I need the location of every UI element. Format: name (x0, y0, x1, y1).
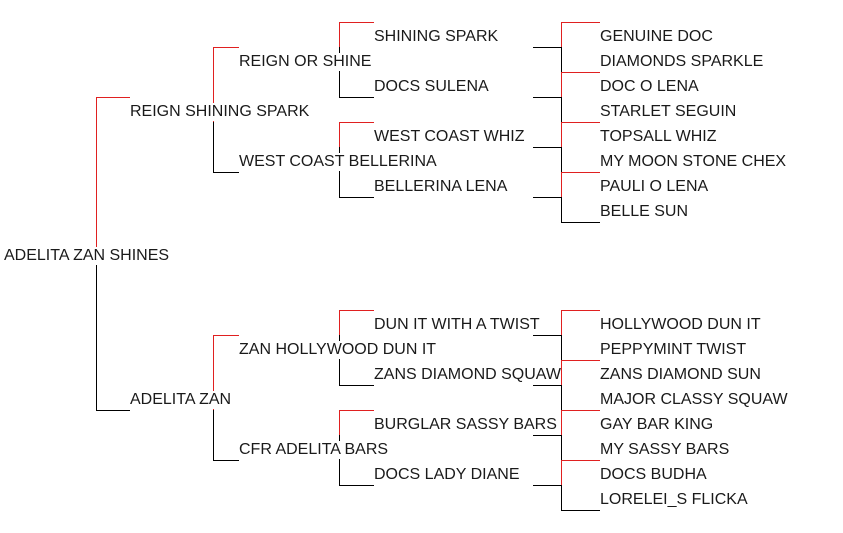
g3-name: ZANS DIAMOND SQUAW (374, 366, 561, 384)
g4-name: LORELEI_S FLICKA (600, 491, 748, 509)
g4-name: MY MOON STONE CHEX (600, 153, 787, 171)
g4-name: TOPSALL WHIZ (600, 128, 717, 146)
g4-name: MY SASSY BARS (600, 441, 730, 459)
dam-sire-name: ZAN HOLLYWOOD DUN IT (239, 341, 437, 359)
g4-name: ZANS DIAMOND SUN (600, 366, 761, 384)
g3-name: BELLERINA LENA (374, 178, 508, 196)
dam-name: ADELITA ZAN (130, 391, 232, 409)
g4-name: DIAMONDS SPARKLE (600, 53, 764, 71)
g4-name: STARLET SEGUIN (600, 103, 737, 121)
g4-name: PEPPYMINT TWIST (600, 341, 747, 359)
horse-name: ADELITA ZAN SHINES (4, 247, 170, 265)
g3-name: DOCS SULENA (374, 78, 489, 96)
g4-name: GENUINE DOC (600, 28, 713, 46)
g4-name: DOCS BUDHA (600, 466, 707, 484)
g3-name: WEST COAST WHIZ (374, 128, 525, 146)
g4-name: HOLLYWOOD DUN IT (600, 316, 761, 334)
g4-name: PAULI O LENA (600, 178, 709, 196)
sire-dam-name: WEST COAST BELLERINA (239, 153, 437, 171)
dam-dam-name: CFR ADELITA BARS (239, 441, 389, 459)
g4-name: DOC O LENA (600, 78, 699, 96)
g3-name: DUN IT WITH A TWIST (374, 316, 540, 334)
g4-name: MAJOR CLASSY SQUAW (600, 391, 788, 409)
g4-name: GAY BAR KING (600, 416, 714, 434)
g3-name: SHINING SPARK (374, 28, 499, 46)
g3-name: BURGLAR SASSY BARS (374, 416, 557, 434)
sire-name: REIGN SHINING SPARK (130, 103, 310, 121)
g3-name: DOCS LADY DIANE (374, 466, 520, 484)
g4-name: BELLE SUN (600, 203, 689, 221)
sire-sire-name: REIGN OR SHINE (239, 53, 372, 71)
